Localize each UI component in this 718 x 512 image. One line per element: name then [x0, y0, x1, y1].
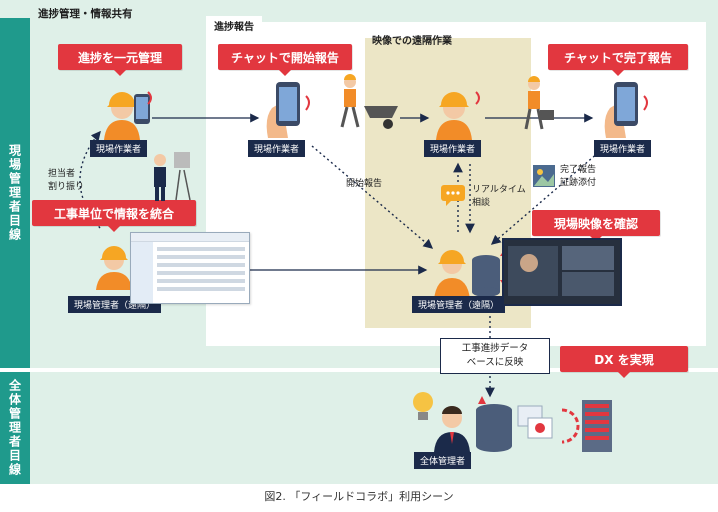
role-worker-3: 現場作業者	[424, 140, 482, 157]
remote-work-title: 映像での遠隔作業	[372, 36, 452, 47]
role-worker-1: 現場作業者	[90, 140, 148, 157]
note-start-report: 開始報告	[346, 179, 383, 189]
tool-worker-icon	[524, 76, 554, 130]
wheelbarrow-worker-icon	[340, 74, 398, 129]
chat-bubble-icon	[441, 185, 465, 206]
manager-remote-2-icon	[434, 250, 508, 300]
lightbulb-icon	[413, 392, 433, 420]
tab-progress-management: 進捗管理・情報共有	[30, 4, 141, 23]
callout-centralize: 進捗を一元管理	[58, 44, 182, 76]
phone-hand-done-icon	[604, 82, 648, 138]
sidebar-field-manager: 現場管理者目線	[0, 18, 30, 368]
dashboard-screen	[130, 232, 250, 304]
figure-caption: 図2. 「フィールドコラボ」利用シーン	[264, 490, 454, 503]
sidebar-overall-manager: 全体管理者目線	[0, 372, 30, 484]
manager-remote-1-icon	[96, 246, 132, 290]
callout-dx: DX を実現	[560, 346, 688, 378]
arrow-start-report	[311, 145, 434, 249]
note-done-report: 完了報告 証跡添付	[560, 165, 597, 188]
phone-hand-start-icon	[266, 82, 310, 138]
role-worker-4: 現場作業者	[594, 140, 652, 157]
overall-manager-icon	[434, 406, 470, 452]
callout-chat-done: チャットで完了報告	[548, 44, 688, 76]
role-overall-manager: 全体管理者	[414, 452, 472, 469]
callout-integrate: 工事単位で情報を統合	[32, 200, 196, 232]
note-database-reflect: 工事進捗データ ベースに反映	[440, 338, 550, 374]
callout-check-video: 現場映像を確認	[532, 210, 660, 242]
role-manager-remote-2: 現場管理者（遠隔）	[412, 296, 506, 313]
role-worker-2: 現場作業者	[248, 140, 306, 157]
tab-progress-report: 進捗報告	[206, 16, 262, 35]
manager-standing-icon	[154, 152, 191, 201]
worker-3-icon	[436, 91, 480, 140]
data-integration-graphic	[476, 396, 612, 452]
worker-1-icon	[104, 91, 152, 140]
section-divider	[0, 368, 718, 372]
arrow-done-report	[490, 145, 607, 245]
callout-chat-start: チャットで開始報告	[218, 44, 352, 76]
site-video-screen	[502, 238, 622, 306]
note-realtime: リアルタイム 相談	[472, 185, 526, 208]
photo-evidence-icon	[533, 165, 555, 187]
note-assign: 担当者 割り振り	[48, 169, 85, 192]
